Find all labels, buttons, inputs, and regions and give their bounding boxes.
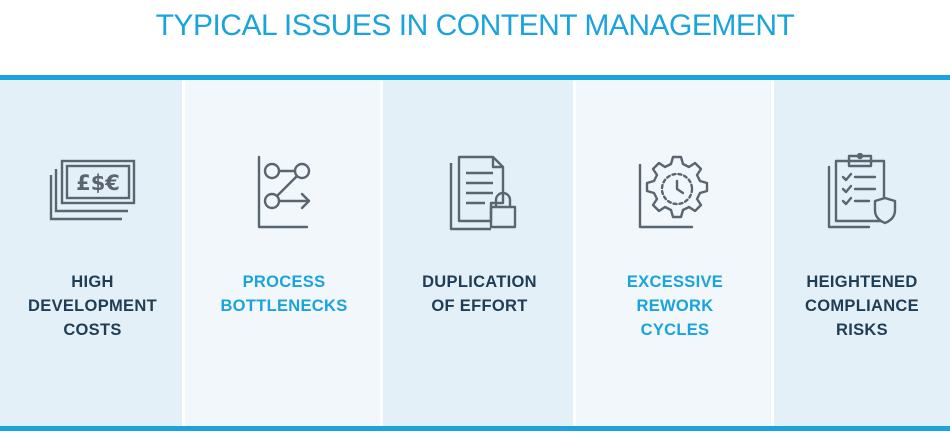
panel-separator [573, 80, 576, 426]
panel-separator [182, 80, 185, 426]
issue-card-high-development-costs: £$€ HIGH DEVELOPMENT COSTS [0, 80, 185, 426]
issue-card-duplication-of-effort: DUPLICATION OF EFFORT [383, 80, 576, 426]
top-divider [0, 75, 950, 80]
page-title: TYPICAL ISSUES IN CONTENT MANAGEMENT [155, 9, 795, 42]
clipboard-badge-icon [817, 153, 907, 233]
locked-document-icon [435, 153, 525, 233]
process-flow-icon [239, 153, 329, 233]
panel-separator [771, 80, 774, 426]
issue-card-excessive-rework-cycles: EXCESSIVE REWORK CYCLES [576, 80, 774, 426]
issue-card-process-bottlenecks: PROCESS BOTTLENECKS [185, 80, 383, 426]
issue-card-heightened-compliance-risks: HEIGHTENED COMPLIANCE RISKS [774, 80, 950, 426]
bottom-divider [0, 426, 950, 431]
issue-label: HIGH DEVELOPMENT COSTS [28, 273, 157, 339]
issue-label: PROCESS BOTTLENECKS [220, 273, 348, 315]
gear-clock-icon [630, 153, 720, 233]
issue-label: DUPLICATION OF EFFORT [422, 273, 537, 315]
issue-label: HEIGHTENED COMPLIANCE RISKS [805, 273, 919, 339]
issue-label: EXCESSIVE REWORK CYCLES [626, 273, 724, 339]
issues-row: £$€ HIGH DEVELOPMENT COSTS [0, 80, 950, 426]
panel-separator [380, 80, 383, 426]
currency-notes-icon: £$€ [48, 153, 138, 233]
currency-symbols: £$€ [76, 171, 120, 195]
